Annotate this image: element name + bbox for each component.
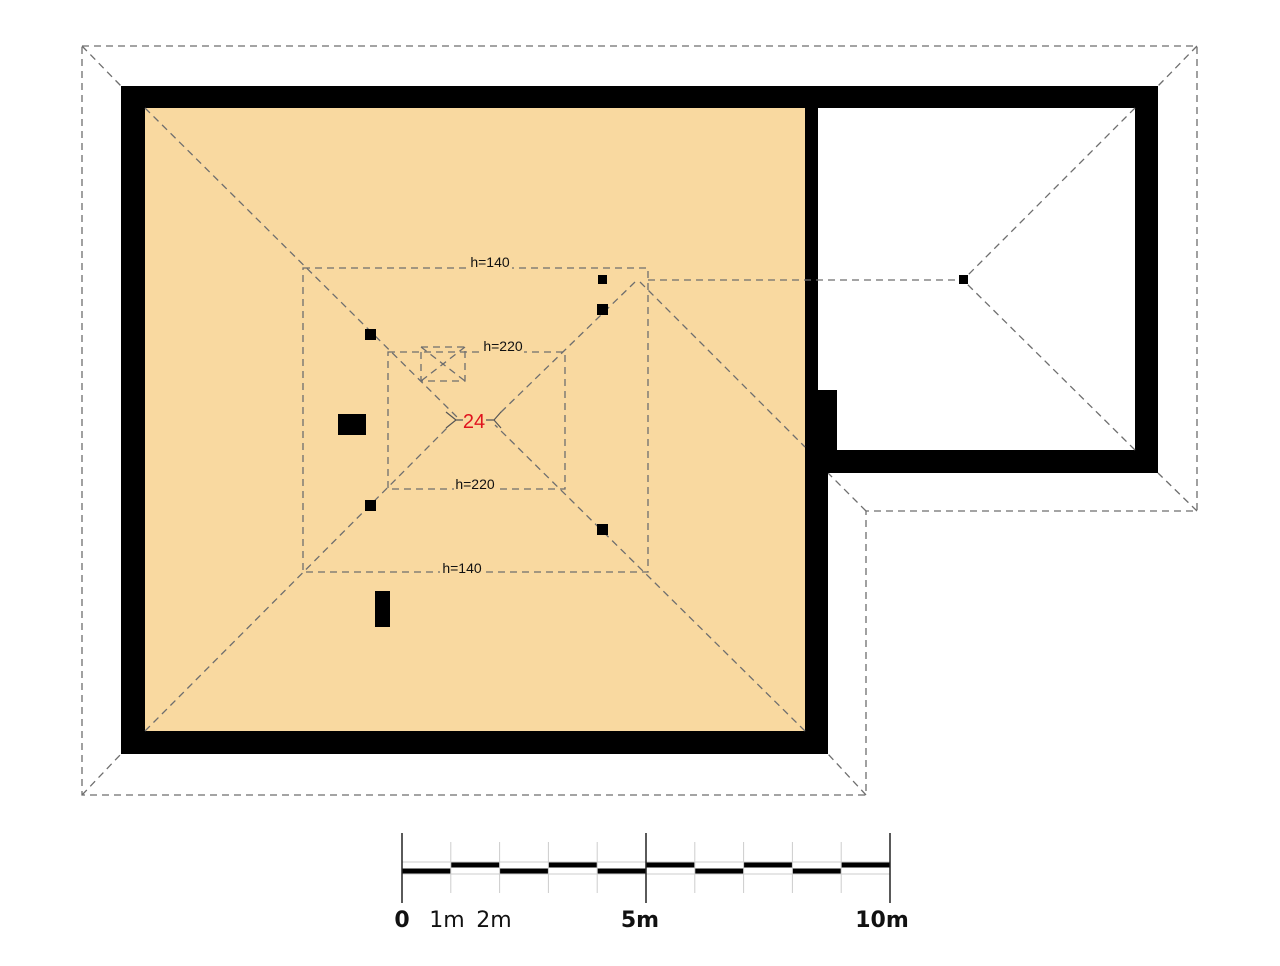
scale-segment (646, 862, 695, 868)
scale-segment (792, 868, 842, 874)
hip-lines (144, 107, 1136, 732)
chimney (338, 414, 366, 435)
scale-segment (548, 862, 598, 868)
scale-label-2m: 2m (476, 908, 511, 933)
room-number: 24 (463, 411, 485, 433)
scale-segment (597, 868, 646, 874)
height-label: h=140 (442, 560, 482, 576)
column (365, 329, 376, 340)
column (959, 275, 968, 284)
height-label: h=140 (470, 254, 510, 270)
structural-columns (338, 275, 968, 627)
scale-label-5m: 5m (621, 908, 659, 933)
attic-room (145, 108, 805, 731)
column (597, 524, 608, 535)
height-label: h=220 (455, 476, 495, 492)
height-label: h=220 (483, 338, 523, 354)
column (597, 304, 608, 315)
scale-label-0: 0 (394, 908, 409, 933)
scale-segment (402, 868, 451, 874)
scale-segment (499, 868, 549, 874)
scale-segment (450, 862, 500, 868)
scale-segment (743, 862, 793, 868)
scale-segment (841, 862, 890, 868)
scale-segment (694, 868, 744, 874)
roof-corner-lines (81, 45, 1198, 796)
column (365, 500, 376, 511)
scale-label-1m: 1m (429, 908, 464, 933)
scale-label-10m: 10m (855, 908, 909, 933)
roof-window (420, 346, 466, 382)
room-number-marker (445, 411, 502, 429)
side-room (818, 108, 1135, 450)
scale-bar (401, 833, 891, 903)
column (598, 275, 607, 284)
chimney (375, 591, 390, 627)
